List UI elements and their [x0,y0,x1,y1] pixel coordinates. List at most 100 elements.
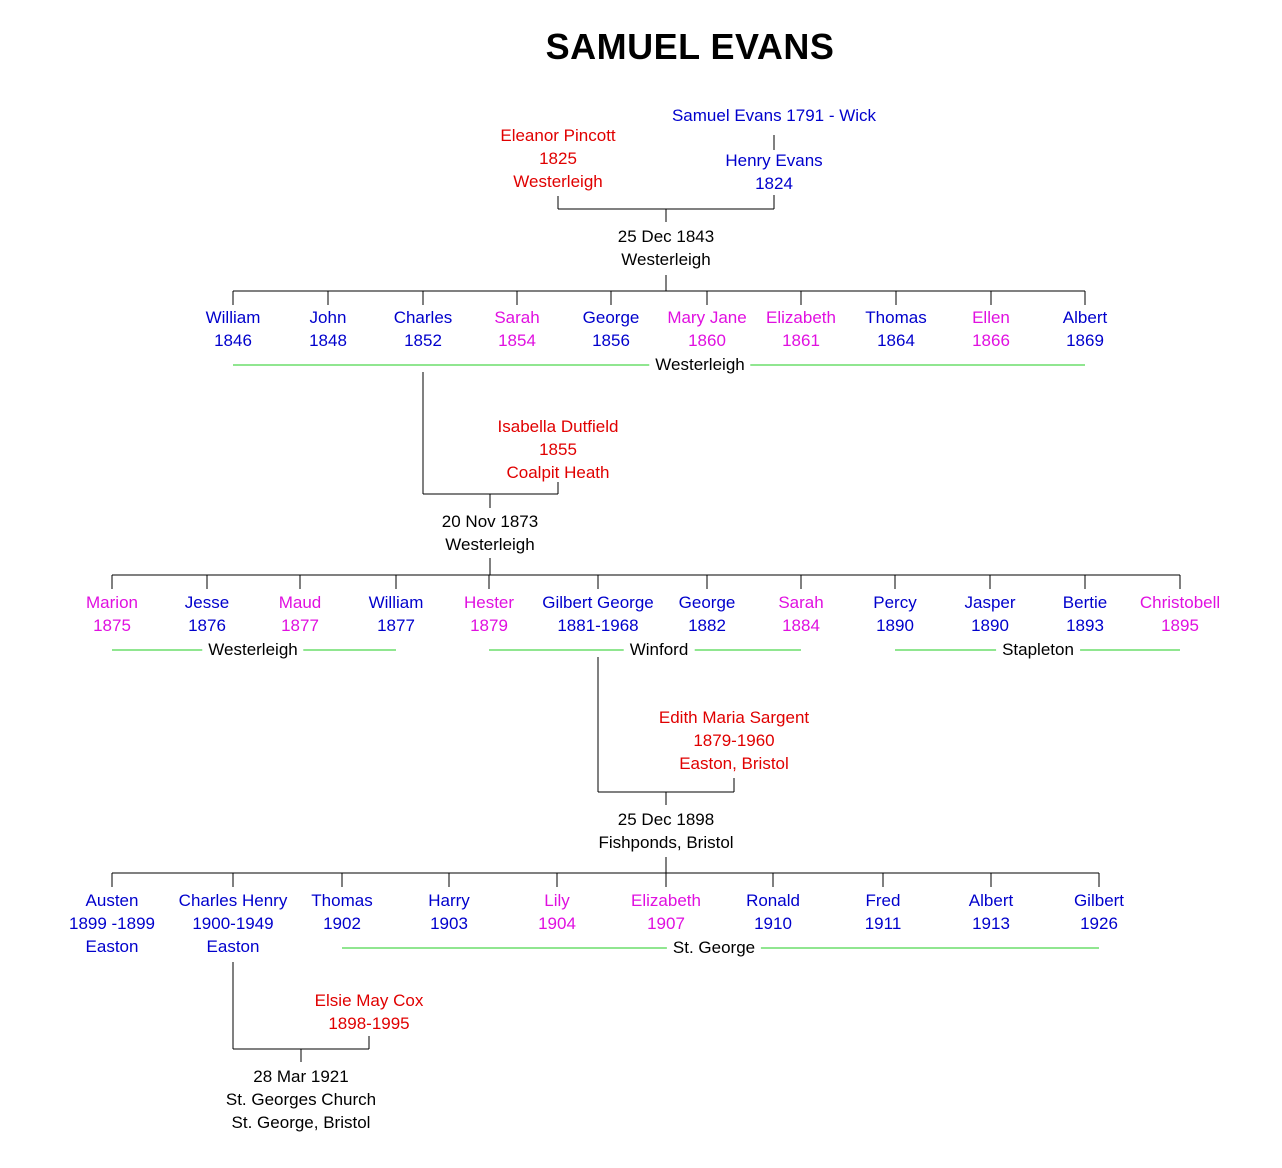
place-label: Westerleigh [649,355,751,375]
label-line: 1860 [688,331,726,350]
label-line: Easton, Bristol [679,754,789,773]
label-line: 1879 [470,616,508,635]
child-gilbert: Gilbert 1926 [1074,889,1124,935]
label-line: 1877 [281,616,319,635]
label-line: 1913 [972,914,1010,933]
label-line: Maud [278,593,322,612]
label-line: Percy [873,593,917,612]
label-line: 1866 [972,331,1010,350]
child-jasper: Jasper 1890 [964,591,1015,637]
label-line: Lily [544,891,570,910]
child-lily: Lily 1904 [538,889,576,935]
label-line: Christobell [1139,593,1221,612]
label-line: George [582,308,640,327]
label-line: 1890 [971,616,1009,635]
label-line: Westerleigh [513,172,603,191]
place-label: Stapleton [996,640,1080,660]
label-line: Samuel Evans 1791 - Wick [671,106,877,125]
label-line: 1899 -1899 [68,914,156,933]
label-line: Thomas [865,308,927,327]
label-line: Charles Henry [178,891,288,910]
label-line: 1824 [755,174,793,193]
label-line: Bertie [1062,593,1108,612]
place-label: Westerleigh [202,640,304,660]
label-line: Sarah [494,308,540,327]
label-line: 1852 [404,331,442,350]
label-line: Henry Evans [725,151,823,170]
label-line: 1903 [430,914,468,933]
place-label: Winford [623,640,695,660]
label-line: 1895 [1161,616,1199,635]
label-line: Elizabeth [631,891,701,910]
label-line: 1884 [782,616,820,635]
label-line: Eleanor Pincott [500,126,616,145]
label-line: 1902 [323,914,361,933]
label-line: 1882 [688,616,726,635]
ancestor-samuel-evans: Samuel Evans 1791 - Wick [672,104,876,127]
label-line: William [205,308,261,327]
place-label: St. George [666,938,762,958]
child-christobell: Christobell 1895 [1140,591,1220,637]
label-line: 1898-1995 [328,1014,410,1033]
label-line: Jasper [964,593,1016,612]
child-sarah: Sarah 1884 [778,591,823,637]
child-gilbert-george: Gilbert George 1881-1968 [542,591,654,637]
child-fred: Fred 1911 [865,889,902,935]
label-line: Marion [86,593,138,612]
label-line: 1881-1968 [557,616,639,635]
label-line: 1926 [1080,914,1118,933]
label-line: 1856 [592,331,630,350]
label-line: 1875 [93,616,131,635]
label-line: Fishponds, Bristol [598,833,734,852]
spouse-elsie-may-cox: Elsie May Cox 1898-1995 [315,989,424,1035]
label-line: Easton [85,937,139,956]
label-line: Westerleigh [621,250,711,269]
label-line: Isabella Dutfield [497,417,619,436]
label-line: George [678,593,736,612]
label-line: 1879-1960 [693,731,775,750]
label-line: Gilbert George [542,593,654,612]
child-ellen: Ellen 1866 [972,306,1010,352]
label-line: 1848 [309,331,347,350]
label-line: 1900-1949 [192,914,274,933]
label-line: 1904 [538,914,576,933]
label-line: Gilbert [1073,891,1125,910]
label-line: 28 Mar 1921 [253,1067,349,1086]
page-title: SAMUEL EVANS [545,26,835,67]
label-line: Albert [968,891,1014,910]
label-line: 25 Dec 1843 [617,227,715,246]
label-line: Ellen [972,308,1010,327]
label-line: 1911 [864,914,902,933]
label-line: Fred [865,891,901,910]
label-line: 1855 [539,440,577,459]
label-line: Sarah [778,593,824,612]
child-maud: Maud 1877 [279,591,322,637]
label-line: Elsie May Cox [314,991,424,1010]
label-line: 25 Dec 1898 [617,810,715,829]
label-line: Westerleigh [445,535,535,554]
label-line: William [368,593,424,612]
label-line: Easton [206,937,260,956]
label-line: St. Georges Church [225,1090,377,1109]
